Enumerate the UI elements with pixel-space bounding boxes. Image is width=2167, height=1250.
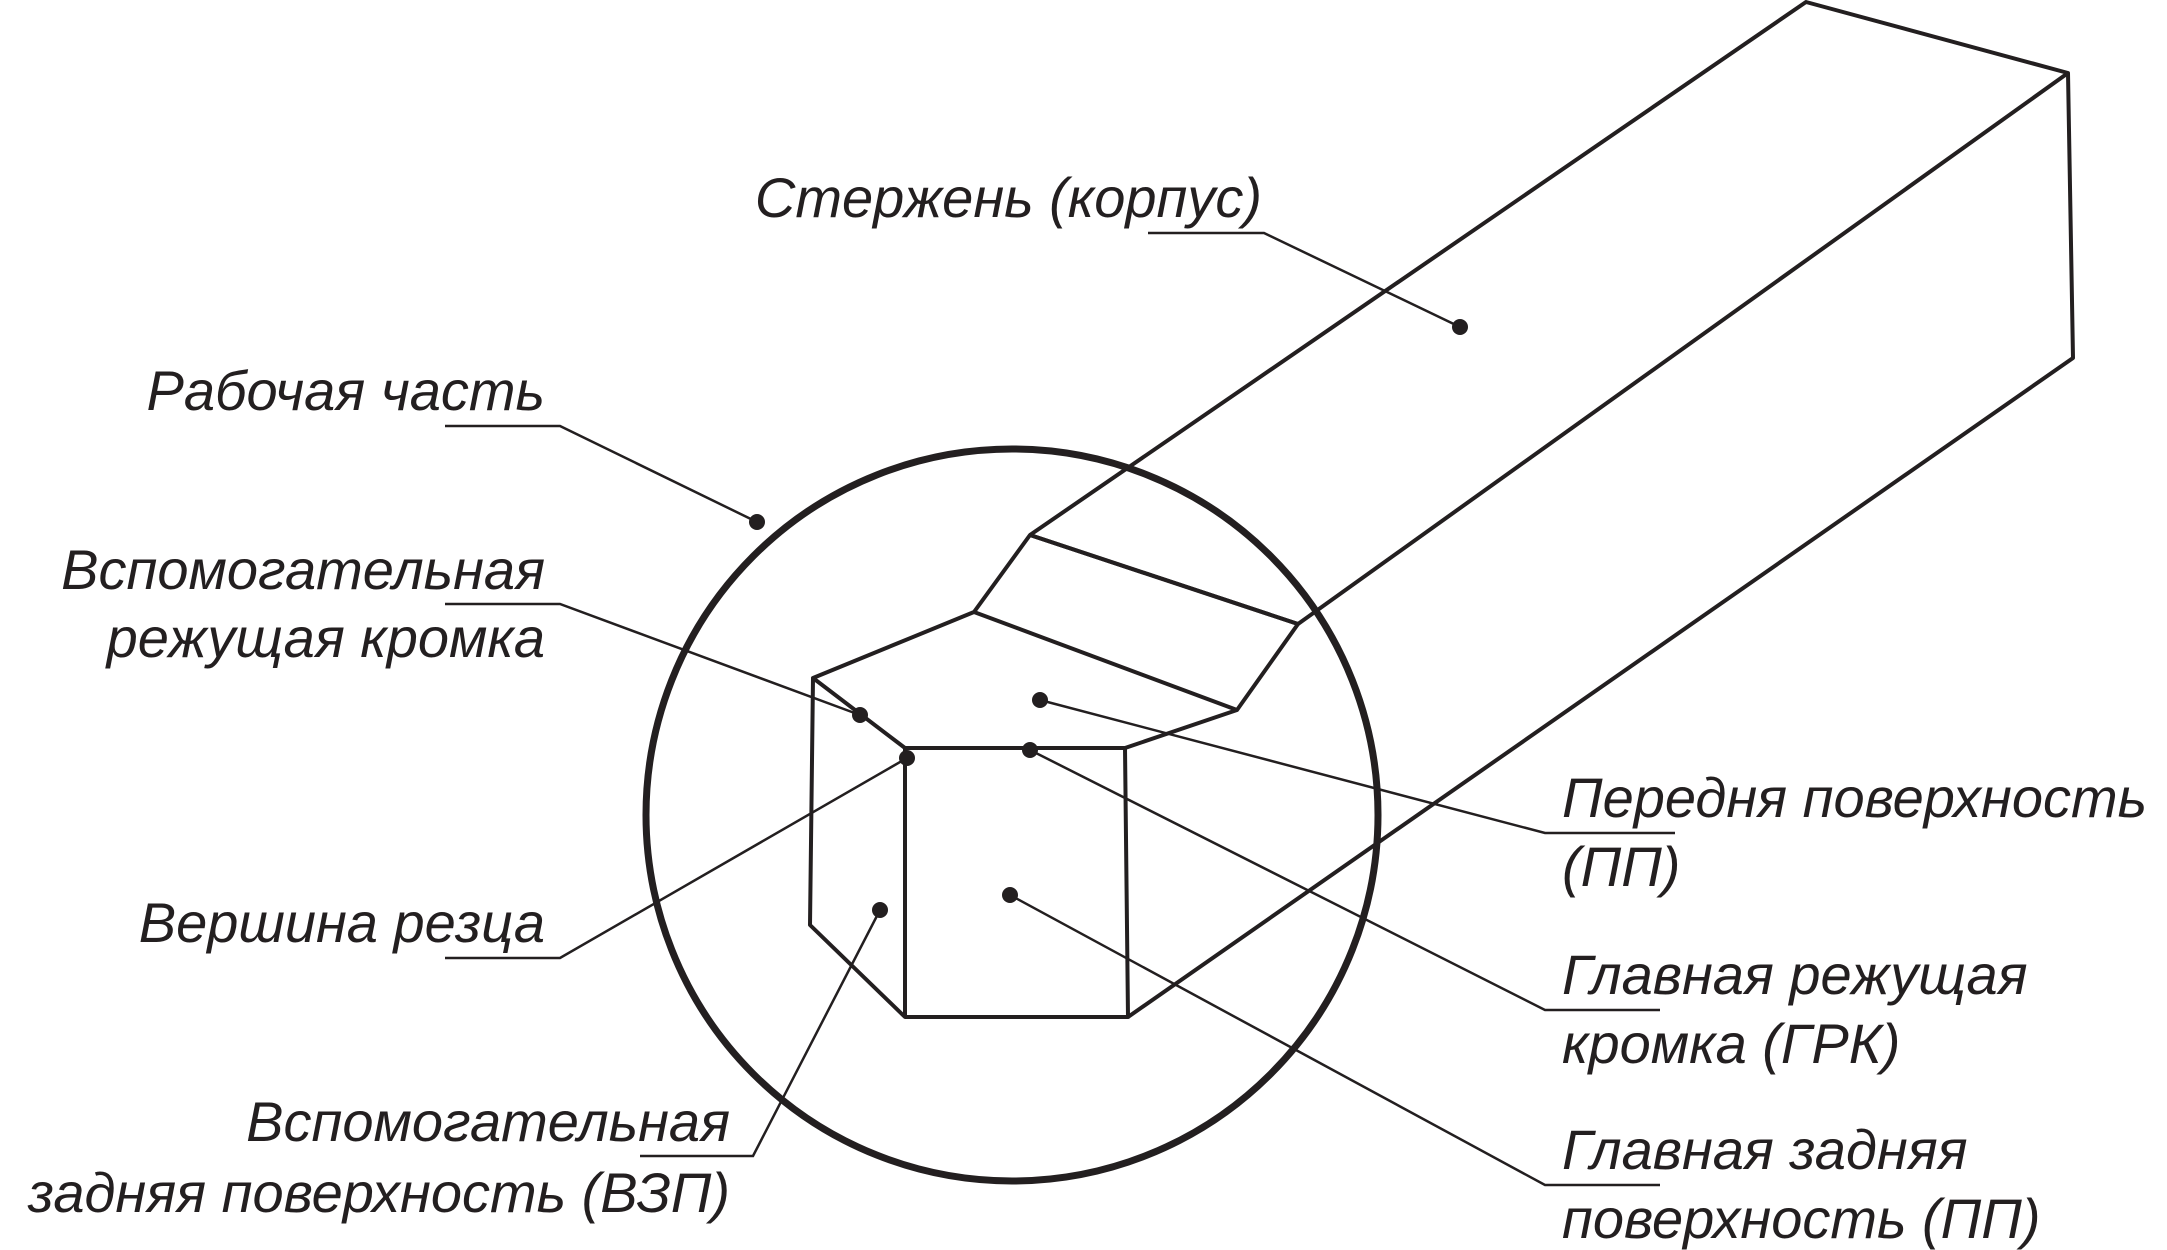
dot-main-flank — [1002, 887, 1018, 903]
leader-lines — [445, 231, 1675, 1187]
label-main-flank-line2: поверхность (ПП) — [1562, 1187, 2040, 1250]
label-aux-flank-line1: Вспомогательная — [246, 1090, 730, 1153]
label-shank: Стержень (корпус) — [755, 166, 1262, 229]
label-main-edge-line1: Главная режущая — [1562, 943, 2028, 1006]
marker-dots — [749, 319, 1468, 918]
leader-aux-edge — [445, 602, 861, 717]
dot-rake — [1032, 692, 1048, 708]
dot-aux-flank — [872, 902, 888, 918]
label-tip: Вершина резца — [139, 891, 545, 954]
label-rake-line2: (ПП) — [1562, 835, 1680, 898]
label-aux-edge-line2: режущая кромка — [105, 606, 545, 669]
tool-head-outline — [808, 533, 1300, 1019]
dot-main-edge — [1022, 742, 1038, 758]
leader-working-part — [445, 424, 758, 524]
label-aux-flank-line2: задняя поверхность (ВЗП) — [27, 1161, 730, 1224]
dot-tip — [899, 750, 915, 766]
dot-aux-edge — [852, 707, 868, 723]
label-main-flank-line1: Главная задняя — [1562, 1118, 1968, 1181]
leader-main-flank — [1009, 893, 1660, 1187]
label-working-part: Рабочая часть — [147, 359, 545, 422]
leader-main-edge — [1029, 748, 1660, 1012]
leader-rake — [1039, 698, 1675, 835]
leader-shank — [1148, 231, 1461, 329]
label-aux-edge-line1: Вспомогательная — [61, 538, 545, 601]
dot-shank — [1452, 319, 1468, 335]
label-rake-line1: Передня поверхность — [1562, 766, 2147, 829]
label-main-edge-line2: кромка (ГРК) — [1562, 1012, 1900, 1075]
labels: Стержень (корпус) Рабочая часть Вспомога… — [27, 166, 2147, 1250]
dot-working-part — [749, 514, 765, 530]
working-part-circle — [642, 445, 1382, 1185]
tool-shank-outline — [1028, 0, 2075, 1019]
leader-tip — [445, 756, 908, 960]
leader-aux-flank — [640, 909, 882, 1158]
